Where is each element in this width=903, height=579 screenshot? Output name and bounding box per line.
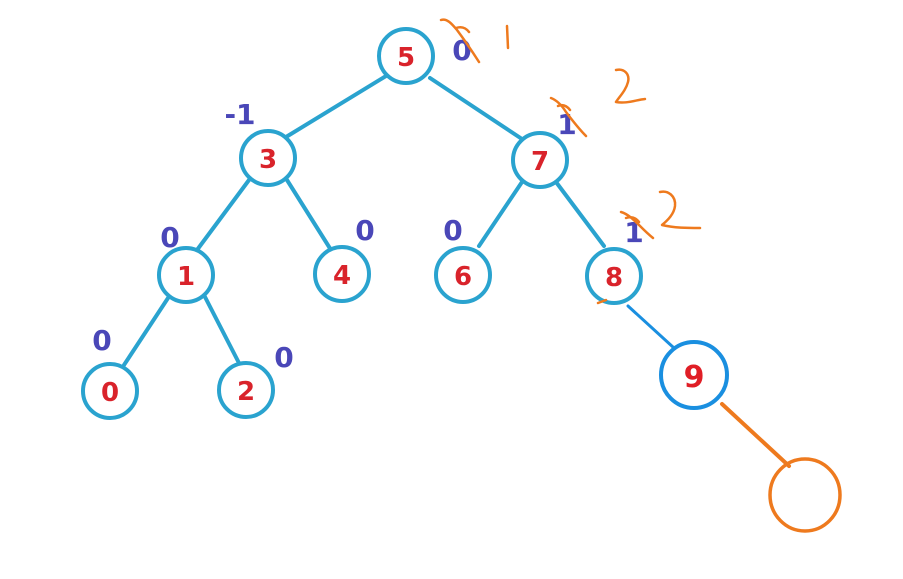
tree-edges (122, 74, 791, 468)
node-2: 2 (217, 361, 275, 419)
edge-9-new (720, 402, 791, 468)
edge-5-3 (284, 74, 388, 139)
new-balance-n7-2 (614, 68, 647, 104)
balance-1: 0 (160, 221, 179, 254)
node-8: 8 (585, 247, 643, 305)
node-3-label: 3 (259, 145, 277, 175)
balance-3: -1 (224, 98, 255, 131)
edge-1-2 (202, 293, 242, 367)
edge-3-4 (285, 178, 333, 252)
node-1: 1 (157, 246, 215, 304)
edge-1-0 (122, 293, 172, 367)
node-5-label: 5 (397, 43, 415, 73)
node-1-label: 1 (177, 262, 195, 292)
strike-n8-balance (619, 210, 655, 240)
node-3: 3 (239, 129, 297, 187)
node-9-label: 9 (684, 360, 705, 395)
strike-root-balance (439, 18, 481, 64)
edge-5-7 (428, 76, 524, 141)
strike-n7-balance (549, 96, 588, 138)
node-4-label: 4 (333, 261, 351, 291)
edge-7-8 (554, 180, 606, 248)
edge-8-9 (626, 304, 676, 350)
node-empty-hand-drawn (768, 457, 842, 533)
edge-7-6 (477, 180, 524, 248)
balance-7: 1 (557, 108, 576, 141)
balance-0: 0 (92, 324, 111, 357)
new-balance-root-1 (505, 24, 510, 50)
node-0: 0 (81, 362, 139, 420)
edge-3-1 (195, 178, 251, 252)
tree-nodes: 5 3 7 1 4 6 8 0 (81, 27, 842, 533)
node-8-label: 8 (605, 263, 623, 293)
node-5: 5 (377, 27, 435, 85)
node-2-label: 2 (237, 377, 255, 407)
node-6-label: 6 (454, 262, 472, 292)
node-7: 7 (511, 131, 569, 189)
node-9-inserted: 9 (659, 340, 729, 410)
node-6: 6 (434, 246, 492, 304)
balance-6: 0 (443, 214, 462, 247)
strike-n8-balance-tick (624, 215, 641, 224)
mark-near-node-8 (596, 298, 608, 305)
strike-root-balance-tick (454, 25, 471, 34)
balance-4: 0 (355, 214, 374, 247)
node-4: 4 (313, 245, 371, 303)
node-7-label: 7 (531, 147, 549, 177)
balance-2: 0 (274, 341, 293, 374)
strike-n7-balance-tick (556, 103, 572, 112)
new-balance-n8-2 (658, 190, 702, 230)
hand-annotations (439, 18, 702, 305)
node-0-label: 0 (101, 378, 119, 408)
